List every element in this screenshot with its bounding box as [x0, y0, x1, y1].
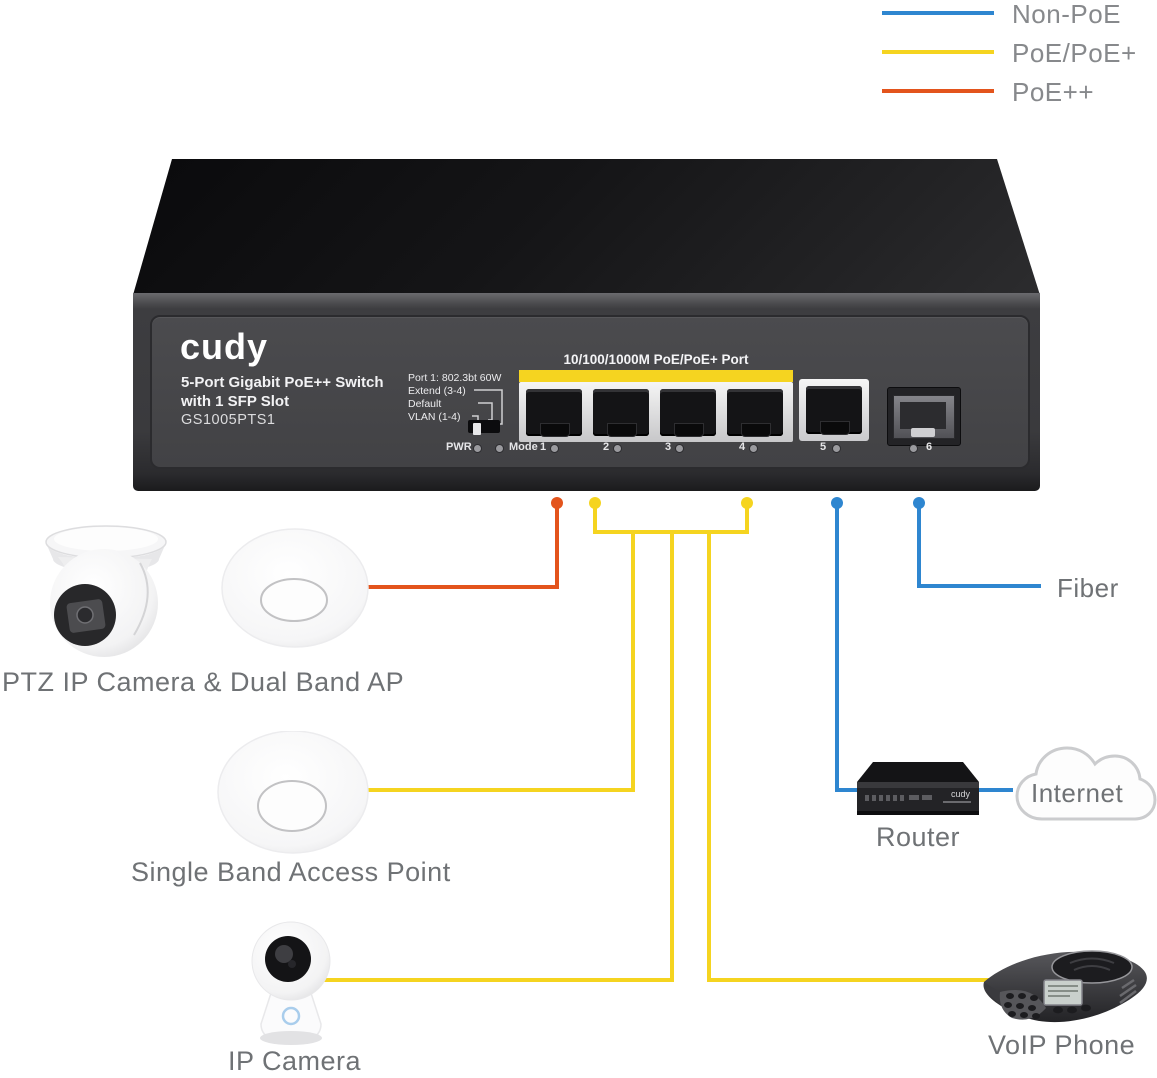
- port-number-1: 1: [540, 441, 547, 453]
- port-number-2: 2: [603, 441, 610, 453]
- sfp-slot-core: [900, 402, 946, 429]
- rj45-port-2: [593, 389, 649, 437]
- dip-label-port1: Port 1: 802.3bt 60W: [408, 372, 502, 384]
- cable-poepp-vertical: [555, 502, 559, 589]
- cable-poe-port4-vertical: [745, 502, 749, 534]
- legend-label-poe: PoE/PoE+: [1012, 38, 1137, 68]
- internet-cloud: [1015, 746, 1157, 821]
- router-image: cudy: [857, 762, 979, 815]
- ptz-ap-label: PTZ IP Camera & Dual Band AP: [2, 667, 405, 697]
- switch-title-line2: with 1 SFP Slot: [181, 393, 290, 410]
- cable-nonpoe-vertical-router: [835, 502, 839, 790]
- ip-camera-label: IP Camera: [228, 1046, 362, 1076]
- rj45-port-4: [727, 389, 783, 437]
- port3-led: [676, 445, 683, 452]
- switch-top-face: [133, 159, 1040, 295]
- switch-model-number: GS1005PTS1: [181, 412, 276, 428]
- port-number-5: 5: [820, 441, 827, 453]
- cable-nonpoe-to-fiber: [917, 584, 1041, 588]
- cable-poe-drop-single-ap: [631, 532, 635, 792]
- port1-led: [551, 445, 558, 452]
- legend-label-poepp: PoE++: [1012, 77, 1095, 107]
- pwr-label: PWR: [446, 441, 472, 453]
- cable-poe-to-ip-camera: [318, 978, 674, 982]
- port2-led: [614, 445, 621, 452]
- ip-camera-image: [251, 921, 331, 1045]
- voip-label: VoIP Phone: [988, 1030, 1136, 1060]
- legend-label-non-poe: Non-PoE: [1012, 0, 1121, 29]
- port4-led: [750, 445, 757, 452]
- cable-poe-to-voip: [707, 978, 1003, 982]
- cable-poe-drop-ip-camera: [670, 532, 674, 982]
- cable-poe-to-single-ap: [366, 788, 635, 792]
- voip-phone-image: [983, 950, 1147, 1023]
- port-highlight-bar: [519, 370, 793, 382]
- router-label: Router: [876, 822, 961, 852]
- single-ap-label: Single Band Access Point: [131, 857, 451, 887]
- dip-label-extend: Extend (3-4): [408, 385, 466, 397]
- mode-led: [496, 445, 503, 452]
- cable-nonpoe-to-router: [835, 788, 860, 792]
- port6-led: [910, 445, 917, 452]
- rj45-port-3: [660, 389, 716, 437]
- port-number-4: 4: [739, 441, 746, 453]
- sfp-latch: [911, 428, 935, 437]
- dip-label-vlan: VLAN (1-4): [408, 411, 461, 423]
- internet-label: Internet: [1031, 778, 1124, 808]
- rj45-port-1: [526, 389, 582, 437]
- rj45-port-5: [806, 386, 862, 435]
- port-number-3: 3: [665, 441, 672, 453]
- legend-line-non-poe: [882, 11, 994, 15]
- pwr-led: [474, 445, 481, 452]
- legend-line-poepp: [882, 89, 994, 93]
- cable-nonpoe-router-to-internet: [975, 788, 1013, 792]
- cable-poepp-horizontal: [367, 585, 557, 589]
- router-brand-text: cudy: [951, 789, 971, 799]
- ptz-camera-image: [45, 525, 167, 657]
- cable-nonpoe-vertical-fiber: [917, 502, 921, 588]
- port-banner-label: 10/100/1000M PoE/PoE+ Port: [563, 352, 749, 367]
- dip-switch: [468, 420, 500, 435]
- port-number-6: 6: [926, 441, 933, 453]
- cable-poe-drop-voip: [707, 532, 711, 982]
- switch-brand-logo: cudy: [180, 326, 269, 367]
- switch-title-line1: 5-Port Gigabit PoE++ Switch: [181, 374, 384, 391]
- fiber-label: Fiber: [1057, 573, 1119, 603]
- single-band-ap-image: [217, 731, 369, 854]
- legend-line-poe: [882, 50, 994, 54]
- dip-label-default: Default: [408, 398, 442, 410]
- mode-label: Mode: [509, 441, 538, 453]
- dual-band-ap-image: [221, 528, 369, 648]
- port5-led: [833, 445, 840, 452]
- cable-poe-port2-vertical: [593, 502, 597, 534]
